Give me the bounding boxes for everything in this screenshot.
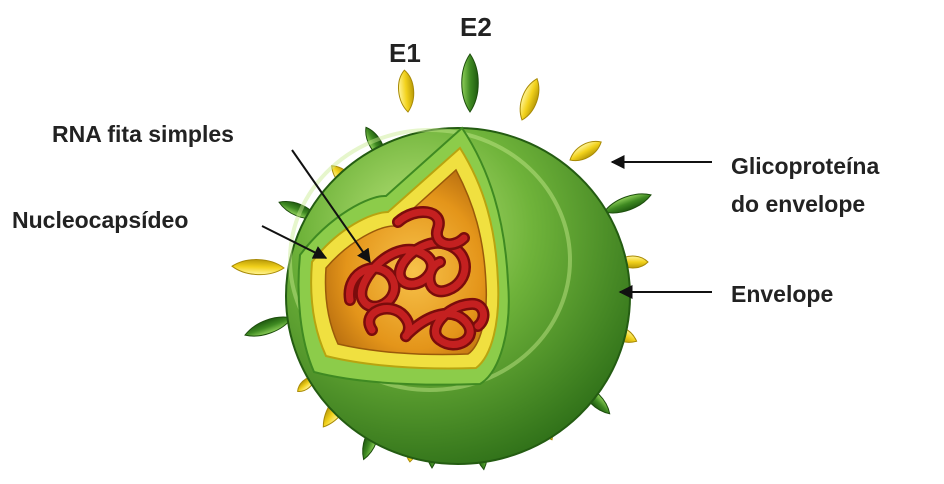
- label-rna: RNA fita simples: [52, 121, 234, 147]
- spike-e1-icon: [397, 70, 416, 113]
- spike-e2-icon: [462, 54, 479, 112]
- label-nucleocapsid: Nucleocapsídeo: [12, 207, 188, 233]
- label-glycoprotein-line1: Glicoproteína: [731, 153, 879, 179]
- label-e1: E1: [389, 38, 421, 68]
- label-e2: E2: [460, 12, 492, 42]
- spike-yellow: [567, 136, 605, 166]
- spike-green: [602, 189, 654, 219]
- label-glycoprotein-line2: do envelope: [731, 191, 865, 217]
- spike-yellow: [232, 259, 284, 276]
- label-envelope: Envelope: [731, 281, 833, 307]
- spike-yellow: [515, 76, 544, 122]
